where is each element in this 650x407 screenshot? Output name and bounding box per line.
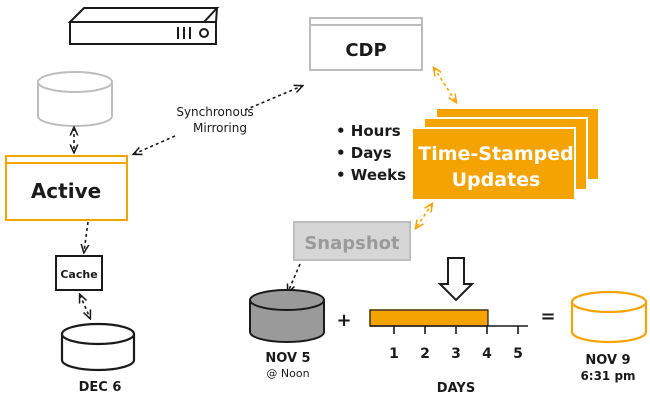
server-rack-icon <box>67 7 220 45</box>
bullet-hours: • Hours <box>336 122 401 140</box>
nov9-line1: NOV 9 <box>585 353 630 368</box>
timeline-tick-label: 2 <box>420 346 430 362</box>
nov5-disk-icon <box>249 289 325 343</box>
timeline-fill <box>369 309 488 327</box>
snapshot-label: Snapshot <box>304 233 400 254</box>
cdp-box: CDP <box>309 17 423 71</box>
sync-mirroring-line1: Synchronous <box>176 105 253 119</box>
ts-label-line1: Time-Stamped <box>418 143 574 165</box>
equals-sign: = <box>540 306 555 327</box>
nov9-disk-icon <box>570 290 648 344</box>
mirror-disk-icon <box>37 71 113 127</box>
timeline-tick-label: 5 <box>513 346 523 362</box>
days-timeline: 1 2 3 4 5 <box>369 309 528 362</box>
nov9-line2: 6:31 pm <box>580 369 635 383</box>
plus-sign: + <box>336 310 351 331</box>
dec6-label: DEC 6 <box>79 380 122 395</box>
timeline-tick-label: 3 <box>451 346 461 362</box>
timeline-tick-label: 1 <box>389 346 399 362</box>
hollow-down-arrow-icon <box>437 257 475 302</box>
ts-label-line2: Updates <box>452 169 541 191</box>
active-box: Active <box>5 155 128 221</box>
active-cache-connector <box>84 221 88 252</box>
snapshot-box: Snapshot <box>293 221 411 261</box>
nov5-line1: NOV 5 <box>265 351 310 366</box>
timeline-tick-label: 4 <box>482 346 492 362</box>
active-label: Active <box>31 179 101 203</box>
bullet-weeks: • Weeks <box>336 166 406 184</box>
sync-right-arrow <box>244 86 302 111</box>
updates-snapshot-connector <box>416 204 432 228</box>
sync-left-arrow <box>134 135 176 154</box>
dec6-disk-icon <box>60 322 136 372</box>
snapshot-disk-connector <box>288 263 301 292</box>
cdp-updates-connector <box>434 68 456 102</box>
sync-mirroring-line2: Mirroring <box>193 121 247 135</box>
cache-disk-connector <box>80 295 90 318</box>
cache-box: Cache <box>55 255 103 291</box>
days-axis-label: DAYS <box>437 381 475 396</box>
nov5-line2: @ Noon <box>266 367 309 380</box>
time-stamped-updates-stack: Time-Stamped Updates <box>411 107 600 201</box>
cdp-label: CDP <box>345 40 386 61</box>
bullet-days: • Days <box>336 144 392 162</box>
cache-label: Cache <box>60 268 97 281</box>
